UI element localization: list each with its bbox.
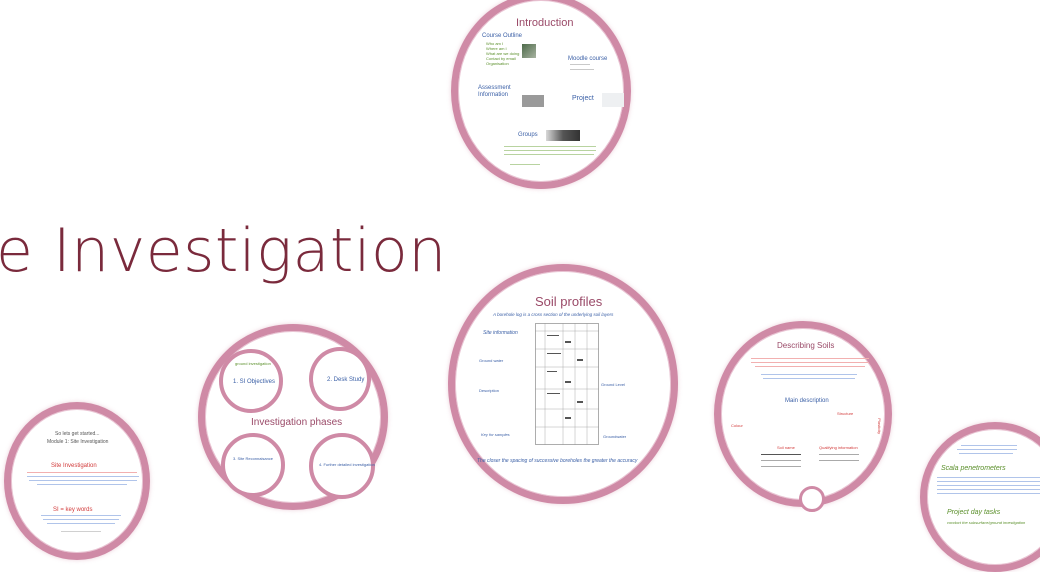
soil-profiles-frame[interactable]: Soil profiles A borehole log is a cross … — [448, 264, 678, 504]
site-text-lines — [27, 472, 137, 473]
phase1-caption: ground investigation — [235, 361, 271, 366]
groups-text-lines — [504, 154, 594, 155]
page-title: e Investigation — [0, 216, 447, 286]
describing-text-lines — [755, 366, 865, 367]
description-table-lines — [761, 454, 801, 455]
site-text-lines — [27, 476, 139, 477]
phase3-label: 3. Site Reconnaisance — [233, 456, 274, 461]
assessment-thumbnail — [522, 95, 544, 107]
ground-water-label: Ground water — [479, 358, 504, 363]
key-text-lines — [47, 523, 115, 524]
scala-body-lines — [937, 493, 1040, 494]
course-item: What are we doing — [486, 51, 520, 56]
scala-heading: Scala penetrometers — [941, 465, 1006, 472]
describing-sub-frame[interactable] — [799, 486, 825, 512]
scala-body-lines — [937, 477, 1040, 478]
introduction-title: Introduction — [516, 17, 574, 29]
soil-footer: The closer the spacing of successive bor… — [477, 458, 638, 464]
describing-text-lines — [761, 374, 857, 375]
key-for-samples-label: Key for samples — [481, 432, 510, 437]
assessment-heading: Assessment Information — [478, 85, 511, 98]
introduction-frame[interactable]: Introduction Course Outline Who am I Whe… — [451, 0, 631, 189]
key-words-heading: SI = key words — [53, 507, 93, 513]
site-text-lines — [29, 480, 137, 481]
description-label: Description — [479, 388, 500, 393]
scala-text-lines — [957, 449, 1017, 450]
phases-title: Investigation phases — [251, 417, 343, 428]
course-item: Who am I — [486, 41, 504, 46]
describing-soils-title: Describing Soils — [777, 341, 835, 350]
groundwater-label: Groundwater — [603, 434, 627, 439]
plasticity-label: Plasticity — [877, 418, 883, 435]
soil-name-label: Soil name — [777, 445, 795, 450]
colour-label: Colour — [731, 423, 743, 428]
course-thumbnail — [522, 44, 536, 58]
site-investigation-heading: Site Investigation — [51, 463, 97, 469]
phase1-label: 1. SI Objectives — [233, 379, 276, 385]
description-table-lines — [761, 466, 801, 467]
getting-started-heading: So lets get started... — [55, 431, 100, 437]
course-outline-heading: Course Outline — [482, 33, 523, 39]
description-table-lines — [819, 460, 859, 461]
scala-frame[interactable]: Scala penetrometers Project day tasks co… — [920, 422, 1040, 572]
groups-thumbnail — [546, 130, 580, 141]
moodle-lines — [570, 69, 594, 70]
ground-level-label: Ground Level — [601, 382, 626, 387]
scala-body-lines — [937, 489, 1040, 490]
course-item: Where am I — [486, 46, 507, 51]
scala-text-lines — [959, 453, 1013, 454]
phase2-frame[interactable]: 2. Desk Study — [309, 347, 371, 411]
soil-subtitle: A borehole log is a cross section of the… — [493, 312, 614, 317]
key-text-lines — [43, 519, 119, 520]
borehole-log-diagram — [535, 323, 599, 445]
description-table-lines — [761, 460, 801, 461]
groups-heading: Groups — [518, 132, 538, 138]
course-item: Contact by email — [486, 56, 516, 61]
scala-body-lines — [937, 481, 1040, 482]
structure-label: Structure — [837, 411, 854, 416]
investigation-phases-frame[interactable]: ground investigation 1. SI Objectives 2.… — [198, 324, 388, 510]
course-item: Organisation — [486, 61, 509, 66]
describing-soils-frame[interactable]: Describing Soils Main description Struct… — [714, 321, 892, 512]
scala-text-lines — [961, 445, 1017, 446]
describing-text-lines — [751, 358, 869, 359]
phase4-frame[interactable]: 4. Further detailed investigation — [309, 433, 375, 499]
description-table-lines — [819, 454, 859, 455]
groups-text-lines — [504, 146, 596, 147]
moodle-heading: Moodle course — [568, 56, 608, 62]
phase4-label: 4. Further detailed investigation — [319, 462, 375, 467]
module-heading: Module 1: Site Investigation — [47, 439, 109, 445]
groups-text-lines — [504, 150, 596, 151]
site-text-lines — [37, 484, 127, 485]
project-day-heading: Project day tasks — [947, 509, 1001, 516]
project-heading: Project — [572, 95, 594, 102]
describing-text-lines — [763, 378, 855, 379]
soil-profiles-title: Soil profiles — [535, 294, 603, 309]
key-text-lines — [41, 515, 121, 516]
groups-text-lines — [510, 164, 540, 165]
project-thumbnail — [602, 93, 624, 107]
phase3-frame[interactable]: 3. Site Reconnaisance — [221, 433, 285, 497]
project-day-subtext: conduct the subsurface/ground investigat… — [947, 520, 1026, 525]
key-text-lines — [61, 531, 101, 532]
main-description-heading: Main description — [785, 398, 829, 404]
getting-started-frame[interactable]: So lets get started... Module 1: Site In… — [4, 402, 150, 560]
scala-body-lines — [937, 485, 1040, 486]
phase2-label: 2. Desk Study — [327, 377, 365, 383]
site-information-label: Site information — [483, 330, 518, 336]
describing-text-lines — [751, 362, 869, 363]
qualifying-info-label: Qualifying information — [819, 445, 858, 450]
phase1-frame[interactable]: ground investigation 1. SI Objectives — [219, 349, 283, 413]
moodle-lines — [570, 64, 590, 65]
